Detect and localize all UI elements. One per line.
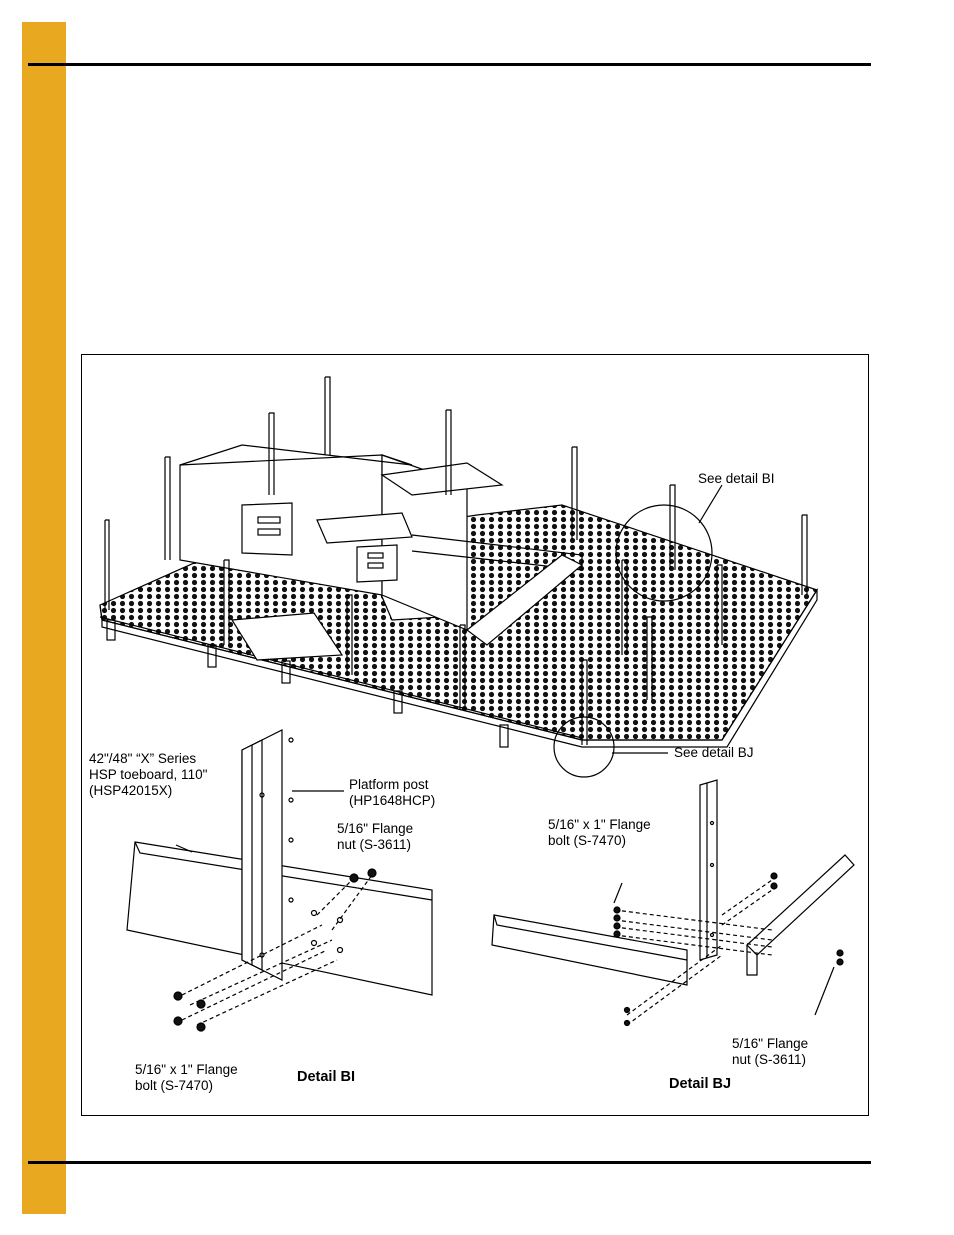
label-platform-post: Platform post (HP1648HCP) — [349, 777, 436, 808]
callout-detail-bj: See detail BJ — [674, 745, 754, 760]
detail-bi-title: Detail BI — [297, 1069, 356, 1085]
callout-detail-bi: See detail BI — [698, 471, 775, 486]
assembly-figure: See detail BI See detail BJ 42"/48" “X” … — [81, 354, 869, 1116]
label-bi-flange-bolt: 5/16" x 1" Flange bolt (S-7470) — [135, 1062, 238, 1093]
footer-rule — [28, 1161, 871, 1164]
label-bi-flange-nut: 5/16" Flange nut (S-3611) — [337, 821, 414, 852]
label-bj-flange-bolt: 5/16" x 1" Flange bolt (S-7470) — [548, 817, 651, 848]
label-toeboard: 42"/48" “X” Series HSP toeboard, 110" (H… — [89, 751, 208, 798]
platform-line-art — [99, 376, 855, 1032]
section-color-tab — [22, 22, 66, 1214]
detail-bj-title: Detail BJ — [669, 1076, 732, 1092]
header-rule — [28, 63, 871, 66]
label-bj-flange-nut: 5/16" Flange nut (S-3611) — [732, 1036, 809, 1067]
